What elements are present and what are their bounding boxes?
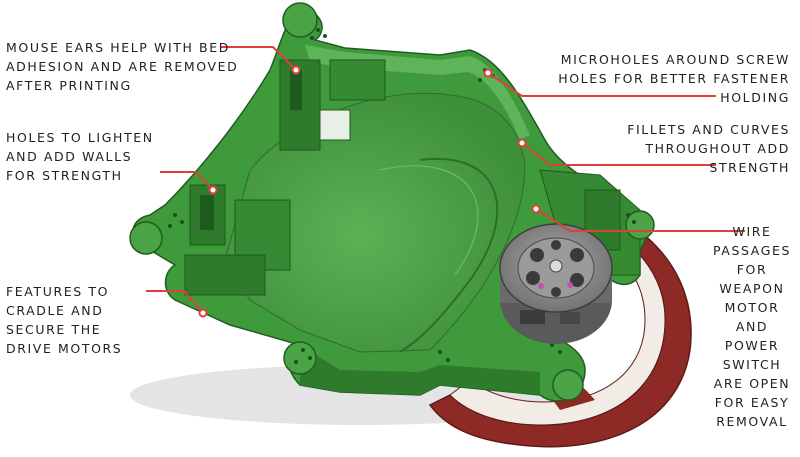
callout-line-mouse-ears xyxy=(220,46,297,71)
callout-mouse-ears: MOUSE EARS HELP WITH BED ADHESION AND AR… xyxy=(6,40,239,93)
callout-line-holes-lighten xyxy=(160,171,214,191)
callout-dot-holes-lighten xyxy=(208,185,218,195)
callout-dot-microholes xyxy=(483,68,493,78)
callout-line-fillets xyxy=(521,142,716,166)
callout-microholes: MICROHOLES AROUND SCREW HOLES FOR BETTER… xyxy=(558,52,790,105)
callout-dots xyxy=(198,65,541,318)
callout-holes-lighten: HOLES TO LIGHTEN AND ADD WALLS FOR STREN… xyxy=(6,130,154,183)
callout-dot-wire xyxy=(531,204,541,214)
callout-lines xyxy=(146,46,745,314)
callout-line-cradle xyxy=(146,290,204,314)
callout-wire-passages: WIRE PASSAGES FOR WEAPON MOTOR AND POWER… xyxy=(712,224,792,429)
callout-dot-cradle xyxy=(198,308,208,318)
weapon-motor xyxy=(499,223,613,344)
callout-dot-fillets xyxy=(517,138,527,148)
callout-cradle-motors: FEATURES TO CRADLE AND SECURE THE DRIVE … xyxy=(6,284,123,356)
callout-line-wire xyxy=(535,208,745,232)
callout-fillets: FILLETS AND CURVES THROUGHOUT ADD STRENG… xyxy=(627,122,790,175)
callout-line-microholes xyxy=(487,72,716,97)
callout-dot-mouse-ears xyxy=(291,65,301,75)
